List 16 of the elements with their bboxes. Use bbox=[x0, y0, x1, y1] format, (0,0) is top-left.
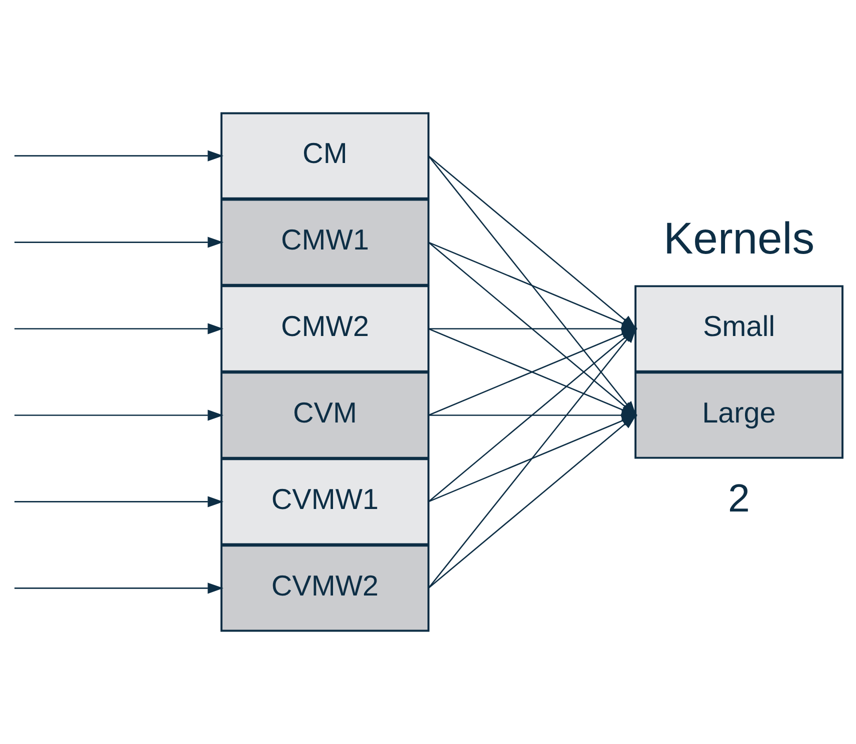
arrow bbox=[14, 150, 224, 162]
node-box: CMW1 bbox=[220, 198, 430, 286]
arrow bbox=[14, 410, 224, 421]
arrow bbox=[14, 236, 224, 248]
node-box: Small bbox=[634, 285, 844, 372]
node-box: CVMW2 bbox=[220, 544, 430, 632]
label: Kernels bbox=[663, 214, 814, 264]
node-box: CM bbox=[220, 112, 430, 200]
arrow bbox=[14, 496, 224, 508]
arrow bbox=[14, 582, 224, 594]
node-box: Large bbox=[634, 372, 844, 459]
node-box: CVMW1 bbox=[220, 458, 430, 546]
node-box: CMW2 bbox=[220, 285, 430, 372]
node-box: CVM bbox=[220, 372, 430, 459]
label: 2 bbox=[728, 476, 750, 521]
arrow bbox=[14, 323, 224, 334]
